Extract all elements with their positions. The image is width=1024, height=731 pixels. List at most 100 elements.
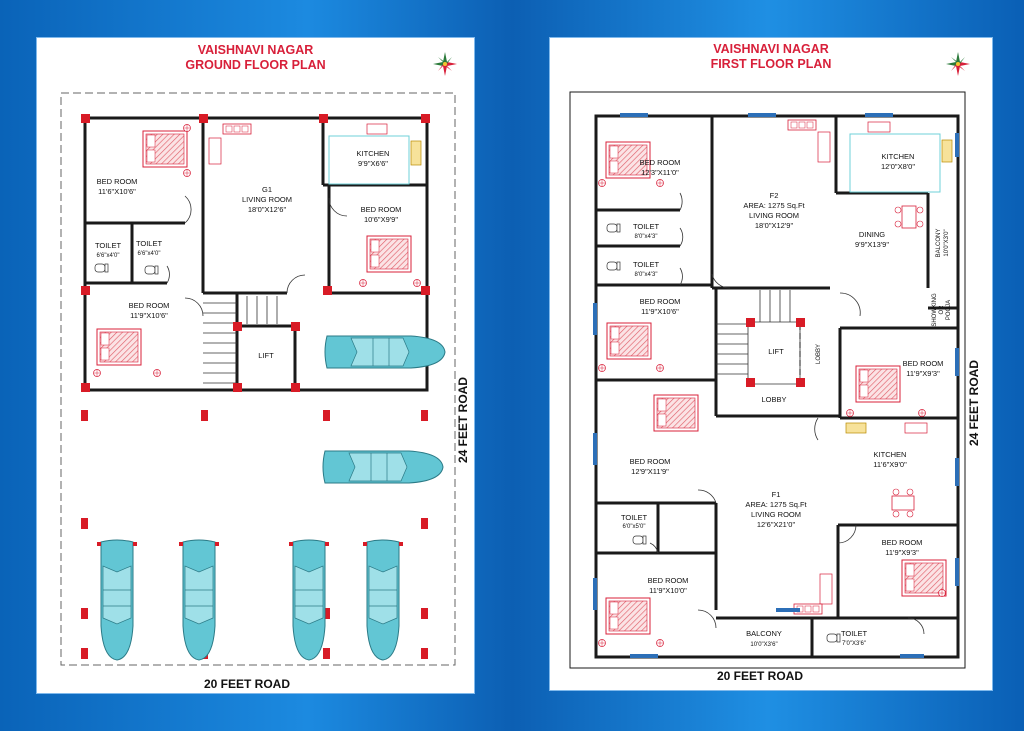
dining-table-icon [891, 488, 915, 518]
f-lobby-vertical: LOBBY [816, 344, 822, 364]
first-title-line1: VAISHNAVI NAGAR [713, 42, 829, 56]
door-swings [166, 195, 348, 317]
car-icon [322, 450, 444, 484]
f-toilet4-size: 7'0"X3'6" [842, 641, 866, 647]
compass-icon [946, 52, 970, 76]
car-icon [288, 539, 330, 661]
f2-living-size: 18'0"X12'9" [755, 221, 794, 230]
ground-walls [83, 116, 429, 392]
dining-table-icon [894, 205, 924, 229]
f-balcony1-name: BALCONY [936, 229, 942, 258]
ground-floor-drawing: BED ROOM 11'6"X10'6" KITCHEN 9'9"X6'6" G… [60, 52, 470, 691]
bed-icon [142, 130, 188, 168]
bed-icon [605, 597, 651, 635]
sink-icon [366, 123, 388, 135]
f-toilet2-name: TOILET [633, 260, 660, 269]
car-icon [362, 539, 404, 661]
ground-title-line1: VAISHNAVI NAGAR [197, 43, 314, 57]
f-dining-name: DINING [859, 230, 885, 239]
ground-road-bottom: 20 FEET ROAD [204, 677, 290, 691]
toilet1-size: 6'6"x4'0" [97, 253, 120, 259]
wc-icon [632, 535, 647, 545]
staircase [203, 296, 278, 384]
toilet1-name: TOILET [95, 241, 122, 250]
f-toilet3-size: 6'0"x5'0" [623, 524, 646, 530]
f-kitchen1-size: 12'0"X8'0" [881, 162, 915, 171]
ground-floor-plan-panel: VAISHNAVI NAGAR GROUND FLOOR PLAN [36, 37, 475, 694]
wc-icon [606, 261, 621, 271]
ground-road-side: 24 FEET ROAD [456, 377, 470, 463]
lift-label: LIFT [258, 351, 274, 360]
kitchen-name: KITCHEN [357, 149, 390, 158]
f-dining-size: 9'9"X13'9" [855, 240, 889, 249]
first-floor-walls [594, 114, 960, 659]
f-duct-3: POOJA [946, 300, 952, 320]
f-bed6-name: BED ROOM [648, 576, 689, 585]
f-balcony2-name: BALCONY [746, 629, 782, 638]
bed1-size: 11'6"X10'6" [98, 187, 136, 196]
f-duct-2: OR [939, 305, 945, 315]
sink-icon [904, 422, 928, 434]
f-duct-1: SHOWKING [932, 293, 938, 327]
bed1-name: BED ROOM [97, 177, 138, 186]
f-kitchen2-size: 11'6"X9'0" [873, 460, 907, 469]
f-bed5-name: BED ROOM [882, 538, 923, 547]
f-kitchen2-name: KITCHEN [874, 450, 907, 459]
kitchen-counter [849, 133, 941, 193]
f2-living-name: LIVING ROOM [749, 211, 799, 220]
bed-icon [366, 235, 412, 273]
bed2-size: 10'6"X9'9" [364, 215, 398, 224]
first-title-line2: FIRST FLOOR PLAN [710, 57, 832, 71]
living-name: LIVING ROOM [242, 195, 292, 204]
f2-area: AREA: 1275 Sq.Ft [743, 201, 805, 210]
f-bed5-size: 11'9"X9'3" [885, 548, 919, 557]
f-bed1-size: 12'3"X11'0" [641, 168, 679, 177]
living-code: G1 [262, 185, 272, 194]
f-bed2-size: 11'9"X10'6" [641, 307, 679, 316]
living-size: 18'0"X12'6" [248, 205, 287, 214]
plot-boundary [569, 91, 966, 669]
f1-living-name: LIVING ROOM [751, 510, 801, 519]
wc-icon [606, 223, 621, 233]
first-floor-plan-panel: VAISHNAVI NAGAR FIRST FLOOR PLAN [549, 37, 993, 691]
f1-code: F1 [772, 490, 781, 499]
bed-icon [96, 328, 142, 366]
structural-columns [746, 318, 805, 387]
bed-icon [855, 365, 901, 403]
car-icon [178, 539, 220, 661]
f-bed3-size: 11'9"X9'3" [906, 369, 940, 378]
f-toilet1-size: 8'0"x4'3" [635, 234, 658, 240]
car-icon [96, 539, 138, 661]
stove-icon [941, 139, 953, 163]
wc-icon [826, 633, 841, 643]
f-toilet3-name: TOILET [621, 513, 648, 522]
f2-code: F2 [770, 191, 779, 200]
f-bed4-size: 12'9"X11'9" [631, 467, 669, 476]
sink-icon [867, 121, 891, 133]
f-bed2-name: BED ROOM [640, 297, 681, 306]
bed-icon [653, 394, 699, 432]
bed3-name: BED ROOM [129, 301, 170, 310]
windows [593, 113, 959, 658]
kitchen-size: 9'9"X6'6" [358, 159, 388, 168]
door-swings [649, 192, 925, 635]
first-road-bottom: 20 FEET ROAD [717, 669, 803, 683]
plot-boundary [60, 92, 456, 666]
f1-living-size: 12'6"X21'0" [757, 520, 796, 529]
bed2-name: BED ROOM [361, 205, 402, 214]
f-lobby-label: LOBBY [761, 395, 786, 404]
wc-icon [144, 265, 159, 275]
toilet2-name: TOILET [136, 239, 163, 248]
f-toilet4-name: TOILET [841, 629, 868, 638]
f1-area: AREA: 1275 Sq.Ft [745, 500, 807, 509]
f-balcony1-size: 10'0"X3'0" [944, 229, 950, 256]
stove-icon [410, 140, 422, 166]
sofa-icon [787, 119, 817, 131]
first-road-side: 24 FEET ROAD [967, 360, 981, 446]
f-bed6-size: 11'9"X10'0" [649, 586, 687, 595]
f-toilet2-size: 8'0"x4'3" [635, 272, 658, 278]
staircase [716, 290, 801, 385]
wc-icon [94, 263, 109, 273]
f-bed3-name: BED ROOM [903, 359, 944, 368]
toilet2-size: 6'6"x4'0" [138, 251, 161, 257]
